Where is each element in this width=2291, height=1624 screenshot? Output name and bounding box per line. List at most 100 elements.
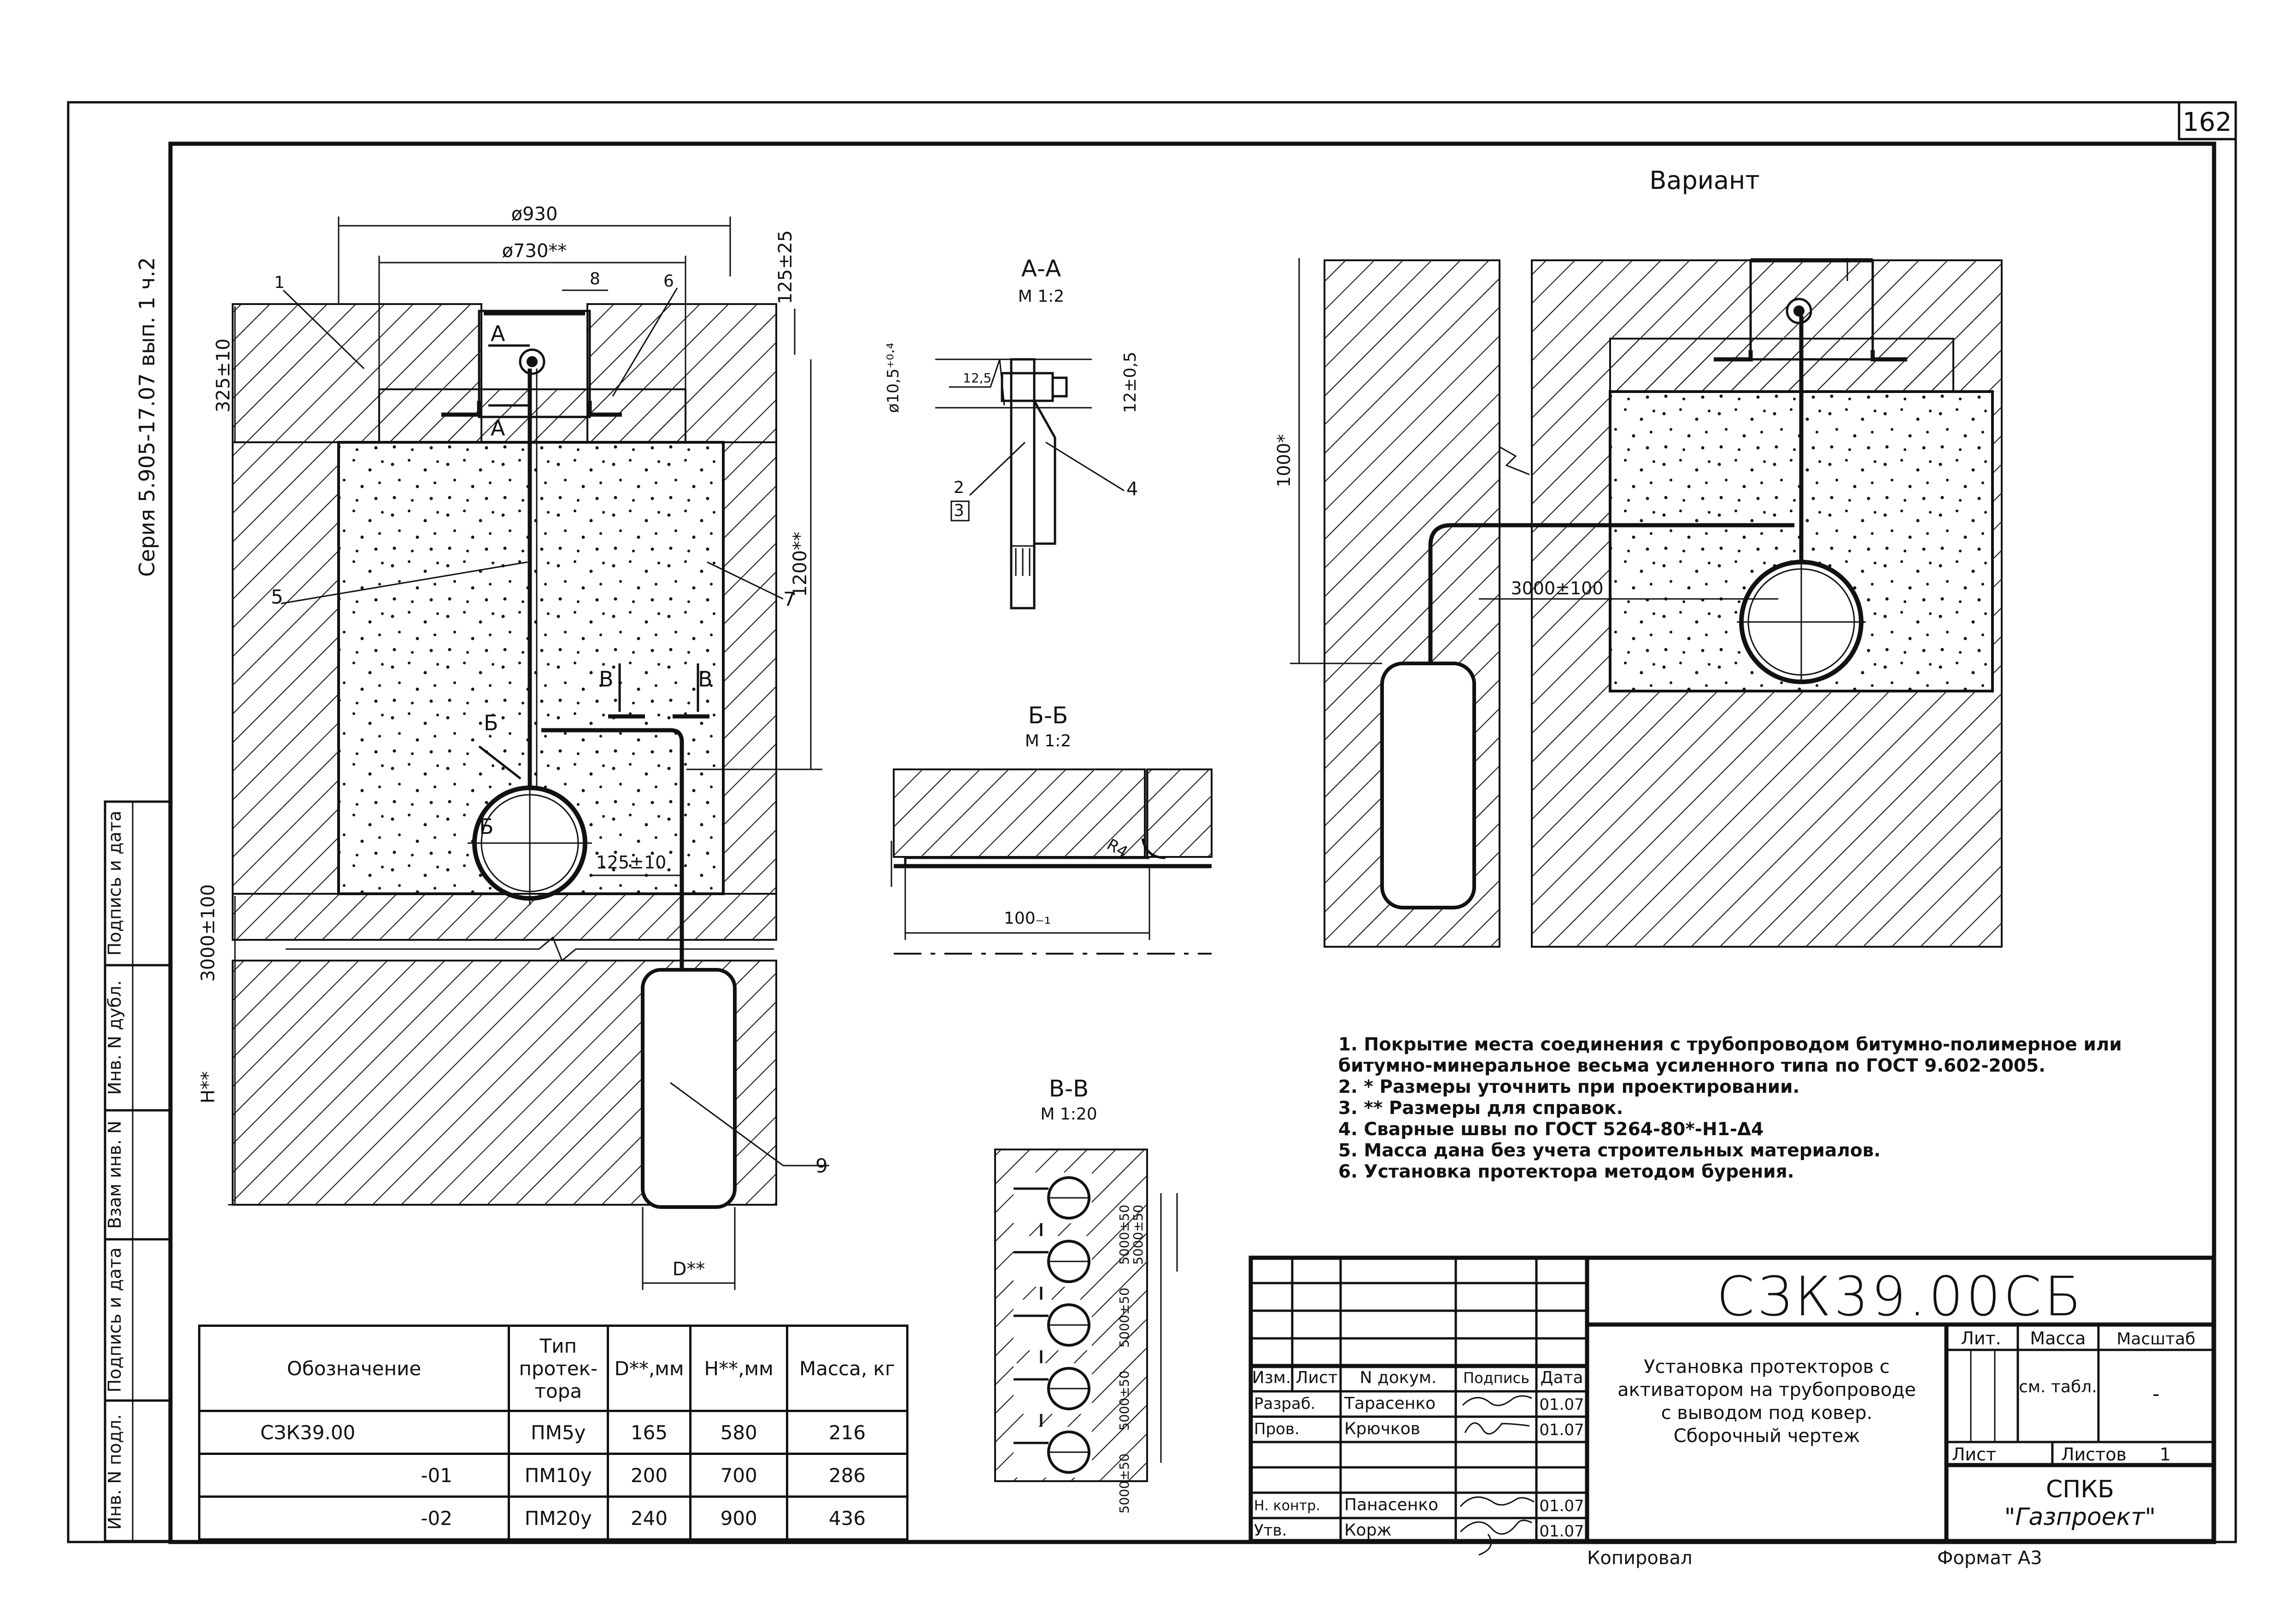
spec-cell: 700 [689, 1453, 788, 1498]
sheets-label: Листов [2061, 1444, 2127, 1465]
section-aa: А-А М 1:2 ø10,5⁺⁰·⁴ 12±0,5 12,5 2 3 4 [884, 255, 1140, 610]
spec-cell: 286 [785, 1453, 909, 1498]
variant-dim-3000: 3000±100 [1511, 578, 1603, 598]
signature-prov [1464, 1422, 1530, 1435]
dim-3000-100: 3000±100 [198, 884, 219, 982]
spec-cell: ПМ20у [508, 1495, 609, 1541]
section-mark-v-right: В [698, 667, 713, 692]
note-6: 6. Установка протектора методом бурения. [1338, 1161, 1794, 1182]
date-prov: 01.07 [1539, 1421, 1584, 1439]
col-izm: Изм. [1252, 1368, 1291, 1387]
signature-razrab [1462, 1395, 1532, 1407]
note-1: 1. Покрытие места соединения с трубопров… [1338, 1034, 2122, 1076]
org-name: СПКБ [2046, 1476, 2114, 1503]
soil-right [722, 441, 777, 895]
dim-325-10: 325±10 [213, 339, 234, 413]
note-3: 3. ** Размеры для справок. [1338, 1098, 1623, 1119]
dim-125-10: 125±10 [596, 852, 667, 873]
col-podpis: Подпись [1463, 1369, 1529, 1387]
lit-label: Лит. [1961, 1328, 2001, 1348]
date-razrab: 01.07 [1539, 1395, 1584, 1414]
callout-1: 1 [274, 273, 285, 292]
variant-dim-1000: 1000* [1274, 434, 1294, 487]
spec-cell: СЗК39.00 [198, 1410, 510, 1455]
mass-label: Масса [2030, 1328, 2086, 1348]
strip-inv-podl: Инв. N подл. [105, 1414, 125, 1530]
sheet-number: 162 [2183, 107, 2232, 137]
dim-1200: 1200** [790, 532, 811, 597]
dim-100: 100₋₁ [1004, 909, 1051, 928]
spec-header-h: H**,мм [689, 1325, 788, 1412]
note-2: 2. * Размеры уточнить при проектировании… [1338, 1077, 1800, 1097]
spec-cell: 436 [785, 1495, 909, 1541]
section-vv-scale: М 1:20 [1040, 1105, 1097, 1124]
date-utv: 01.07 [1539, 1522, 1584, 1541]
carpet-box [478, 310, 591, 418]
dim-125-25: 125±25 [775, 230, 796, 305]
main-view: ø930 ø730** 125±25 1200** 325±10 3000±10… [198, 204, 829, 1290]
callout-8: 8 [590, 270, 600, 288]
section-vv: В-В М 1:20 5000±50 5000±50 5000±50 5000±… [994, 1075, 1178, 1513]
name-utv: Корж [1344, 1521, 1392, 1540]
dim-12: 12±0,5 [1121, 352, 1140, 413]
vv-holes-group [1014, 1173, 1092, 1477]
signature-nkontr [1459, 1496, 1535, 1507]
col-list: Лист [1295, 1368, 1337, 1387]
section-aa-title: А-А [1021, 255, 1061, 282]
spec-cell: 216 [785, 1410, 909, 1455]
desc-line-1: Установка протекторов с [1644, 1356, 1890, 1378]
scale-label: Масштаб [2116, 1330, 2195, 1348]
role-nkontr: Н. контр. [1254, 1498, 1320, 1514]
section-aa-scale: М 1:2 [1018, 287, 1064, 306]
table-row: -02 ПМ20у 240 900 436 [198, 1495, 909, 1541]
desc-line-3: с выводом под ковер. [1661, 1402, 1873, 1424]
variant-view: Вариант 3000±100 1000* [1274, 166, 2003, 948]
section-bb-title: Б-Б [1028, 702, 1068, 729]
spec-cell: -01 [198, 1453, 510, 1498]
name-razrab: Тарасенко [1344, 1394, 1436, 1413]
vv-dim-4: 5000±50 [1117, 1371, 1132, 1431]
terminal-bolt [519, 348, 545, 375]
section-bb-scale: М 1:2 [1025, 732, 1071, 750]
name-prov: Крючков [1344, 1419, 1420, 1438]
sheets-value: 1 [2160, 1444, 2171, 1465]
series-label: Серия 5.905-17.07 вып. 1 ч.2 [135, 257, 159, 577]
weld-mark: 12,5 [963, 370, 991, 386]
section-vv-title: В-В [1049, 1075, 1089, 1102]
spec-table: Обозначение Тип протек-тора D**,мм H**,м… [198, 1325, 909, 1541]
vv-dim-3: 5000±50 [1117, 1288, 1132, 1348]
notes-block: 1. Покрытие места соединения с трубопров… [1338, 1034, 2200, 1183]
dim-hole: ø10,5⁺⁰·⁴ [884, 343, 902, 413]
dim-d730: ø730** [502, 240, 567, 262]
role-razrab: Разраб. [1254, 1395, 1316, 1413]
callout-7: 7 [783, 588, 796, 610]
col-data: Дата [1540, 1368, 1583, 1387]
table-row: -01 ПМ10у 200 700 286 [198, 1453, 909, 1498]
col-ndok: N докум. [1360, 1368, 1437, 1387]
dim-d930: ø930 [511, 204, 558, 225]
spec-cell: 900 [689, 1495, 788, 1541]
section-mark-b-bottom: Б [479, 814, 494, 839]
spec-header-mass: Масса, кг [785, 1325, 909, 1412]
callout-6: 6 [663, 272, 674, 291]
sheet-number-box [2178, 101, 2237, 141]
note-4: 4. Сварные швы по ГОСТ 5264-80*-H1-Δ4 [1338, 1119, 1764, 1140]
spec-cell: ПМ5у [508, 1410, 609, 1455]
left-approval-strip: Инв. N подл. Подпись и дата Взам инв. N … [104, 800, 172, 1542]
callout-4: 4 [1126, 479, 1138, 500]
role-prov: Пров. [1254, 1420, 1300, 1438]
protector-cable [541, 728, 684, 970]
desc-line-4: Сборочный чертеж [1674, 1425, 1860, 1447]
section-bb: Б-Б М 1:2 100₋₁ R4 [891, 702, 1213, 955]
strip-vzam-inv: Взам инв. N [105, 1121, 125, 1229]
spec-header-d: D**,мм [606, 1325, 692, 1412]
scale-value: - [2152, 1382, 2160, 1406]
signature-utv [1459, 1519, 1532, 1556]
spec-cell: ПМ10у [508, 1453, 609, 1498]
doc-code: СЗК39.00СБ [1717, 1265, 2084, 1328]
name-nkontr: Панасенко [1344, 1495, 1438, 1514]
dim-h: H** [198, 1071, 219, 1103]
sheet-label: Лист [1952, 1444, 1996, 1465]
spec-cell: 165 [606, 1410, 692, 1455]
